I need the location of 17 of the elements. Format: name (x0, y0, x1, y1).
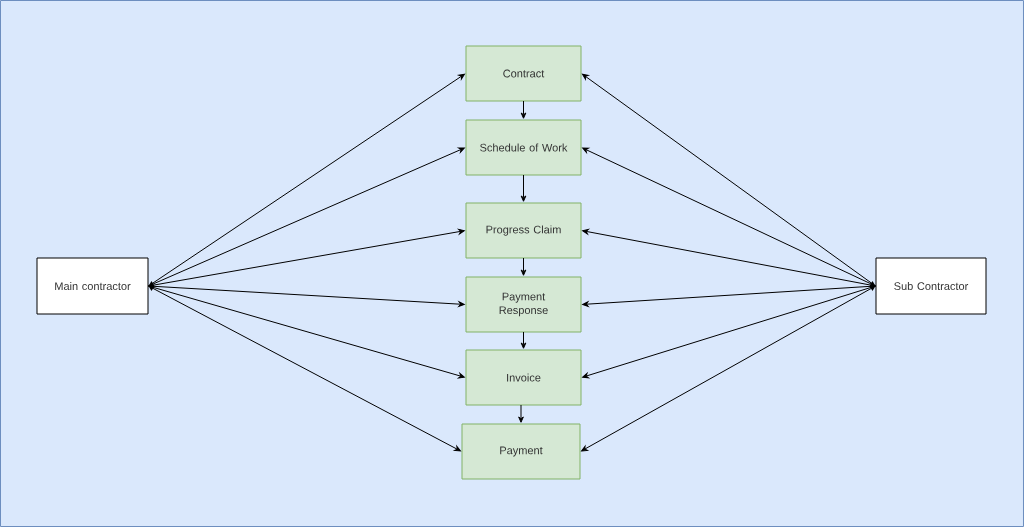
arrow (581, 285, 876, 452)
arrow (148, 228, 465, 287)
party-box: Main contractor (36, 257, 149, 315)
arrow (520, 100, 527, 119)
arrow (520, 174, 527, 202)
arrow (582, 228, 876, 287)
arrow (520, 257, 527, 276)
process-box: Payment Response (465, 276, 582, 333)
arrow (518, 404, 524, 423)
process-box: Progress Claim (465, 202, 582, 259)
process-box: Schedule of Work (465, 119, 582, 176)
process-box: Payment (461, 423, 581, 480)
arrow (520, 331, 527, 349)
party-box: Sub Contractor (875, 257, 987, 315)
arrow (148, 285, 461, 452)
process-box: Invoice (465, 349, 582, 406)
process-box: Contract (465, 45, 582, 102)
